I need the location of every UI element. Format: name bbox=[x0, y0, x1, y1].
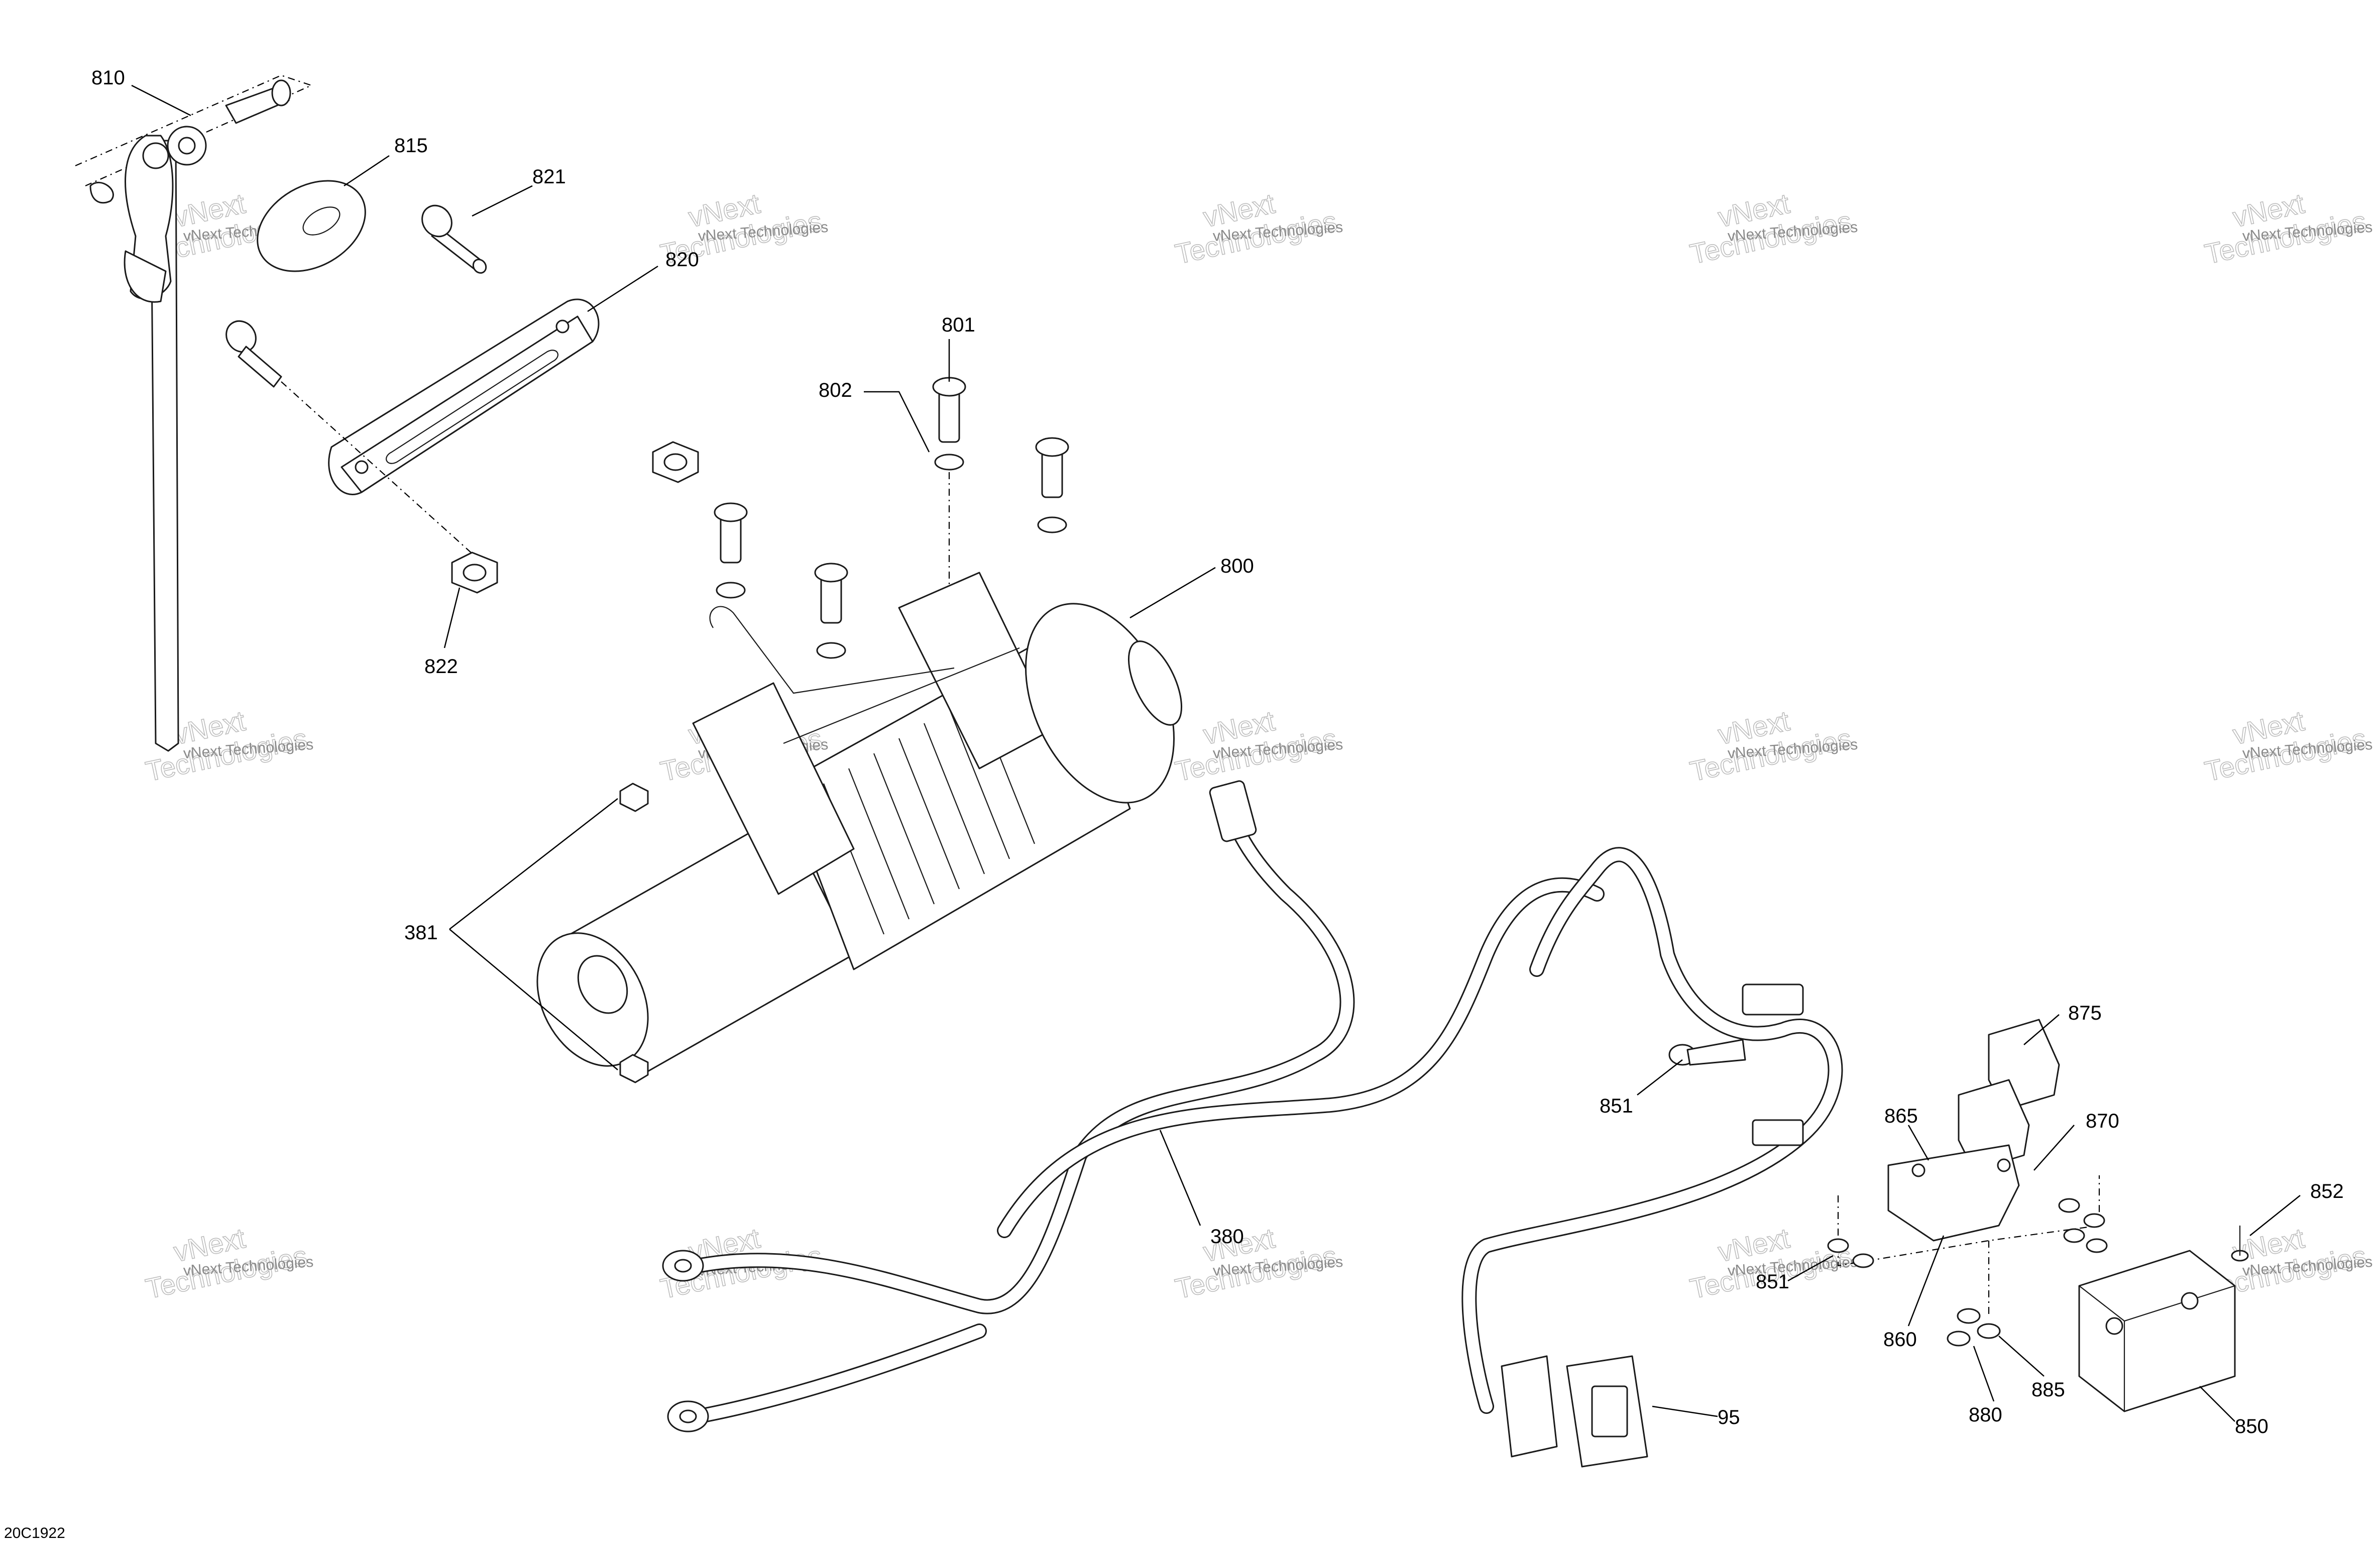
washers-880-885 bbox=[1827, 1198, 2108, 1347]
callout-851-lower: 851 bbox=[1756, 1271, 1789, 1293]
callout-822: 822 bbox=[424, 655, 458, 678]
callout-860: 860 bbox=[1883, 1329, 1917, 1351]
battery-terminal-lower bbox=[667, 1400, 709, 1432]
nut-822 bbox=[451, 551, 498, 594]
screw-821 bbox=[421, 204, 487, 274]
wiring-harness-380 bbox=[662, 780, 1843, 1432]
nut-top bbox=[652, 441, 699, 483]
bracket-865 bbox=[1887, 1144, 2020, 1242]
callout-labels: 810 815 821 820 822 801 802 800 381 380 … bbox=[91, 67, 2344, 1438]
callout-815: 815 bbox=[394, 135, 428, 157]
harness-connector-top bbox=[1209, 780, 1257, 842]
bolt-851 bbox=[1668, 1039, 1746, 1066]
callout-95: 95 bbox=[1718, 1406, 1740, 1428]
callout-820: 820 bbox=[665, 249, 699, 271]
callout-802: 802 bbox=[819, 379, 852, 401]
winch-assembly-800 bbox=[536, 572, 1183, 1081]
diagram-code: 20C1922 bbox=[4, 1525, 65, 1541]
callout-821: 821 bbox=[532, 166, 566, 188]
callout-380: 380 bbox=[1210, 1226, 1244, 1248]
contactor-850 bbox=[2078, 1250, 2236, 1412]
callout-880: 880 bbox=[1969, 1404, 2002, 1426]
callout-870: 870 bbox=[2086, 1110, 2119, 1132]
callout-875: 875 bbox=[2068, 1002, 2102, 1024]
harness-connector-right bbox=[1742, 983, 1804, 1146]
callout-850: 850 bbox=[2235, 1415, 2269, 1438]
callout-801: 801 bbox=[942, 314, 975, 336]
callout-851-upper: 851 bbox=[1600, 1095, 1633, 1117]
battery-terminal-upper bbox=[662, 1250, 704, 1282]
screw-left bbox=[225, 320, 282, 388]
callout-852: 852 bbox=[2310, 1180, 2344, 1202]
plate-815 bbox=[257, 180, 366, 272]
fairlead-820 bbox=[328, 298, 600, 495]
relays-875 bbox=[1958, 1019, 2060, 1171]
bolt-852 bbox=[2231, 1226, 2249, 1262]
callout-381: 381 bbox=[404, 922, 438, 944]
callout-leaders bbox=[131, 84, 2301, 1422]
screws-801 bbox=[714, 377, 1069, 659]
winch-rope-hook-810 bbox=[75, 74, 313, 752]
callout-800: 800 bbox=[1220, 555, 1254, 577]
callout-885: 885 bbox=[2031, 1379, 2065, 1401]
callout-865: 865 bbox=[1884, 1105, 1918, 1127]
callout-810: 810 bbox=[91, 67, 125, 89]
rocker-switch-95 bbox=[1501, 1355, 1648, 1468]
nuts-381 bbox=[619, 783, 649, 1083]
